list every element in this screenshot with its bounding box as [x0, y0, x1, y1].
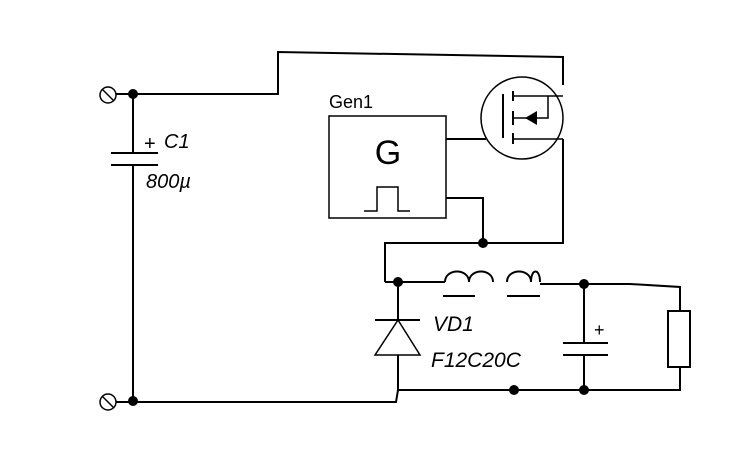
junction-dot — [393, 277, 403, 287]
junction-dot — [579, 385, 589, 395]
input-terminal-top — [99, 86, 117, 104]
wire-output-rail — [540, 283, 681, 311]
diode-vd1 — [373, 282, 422, 390]
vd1-ref-label: VD1 — [433, 313, 474, 336]
capacitor-c1 — [111, 152, 158, 166]
capacitor-output — [563, 284, 608, 390]
junction-dot — [478, 238, 488, 248]
c1-polarity-label: + — [144, 133, 156, 155]
gen1-symbol-label: G — [375, 134, 401, 172]
input-terminal-bottom — [99, 393, 117, 411]
c1-value-label: 800µ — [146, 171, 191, 193]
mosfet-transistor — [480, 76, 564, 160]
inductor-l1 — [444, 270, 541, 283]
vd1-part-label: F12C20C — [431, 349, 522, 372]
junction-dot — [579, 279, 589, 289]
load-resistor — [667, 310, 691, 368]
wire-source — [384, 139, 564, 282]
junction-dot — [128, 396, 138, 406]
junction-dot — [128, 89, 138, 99]
generator-gen1 — [328, 115, 447, 219]
wire-top-rail — [116, 50, 564, 95]
pulse-waveform-icon — [364, 186, 410, 212]
junction-dot — [509, 385, 519, 395]
c1-ref-label: C1 — [164, 131, 190, 153]
gen1-ref-label: Gen1 — [329, 92, 373, 112]
wire-gen-return — [446, 197, 484, 243]
output-cap-polarity-label: + — [594, 320, 605, 340]
